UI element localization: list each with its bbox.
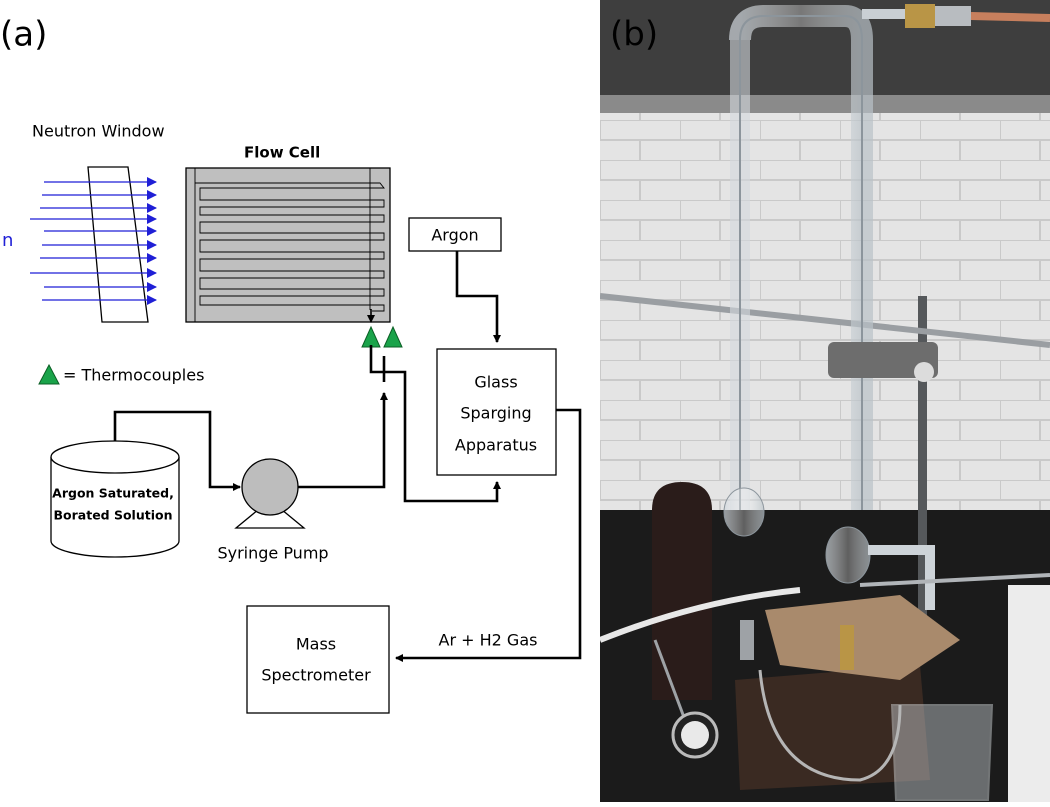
copper-line: [970, 12, 1050, 22]
gauge-face: [681, 721, 709, 749]
neutron-beam-arrows: [30, 177, 157, 305]
sparging-label-line3: Apparatus: [455, 436, 537, 455]
panel-b-letter: (b): [610, 15, 658, 55]
pump-to-cell-line: [298, 392, 388, 489]
schematic-diagram: (a) Neutron Window n Flow Cell = Thermoc…: [0, 15, 582, 714]
cylinder-top: [50, 440, 180, 474]
beaker: [890, 704, 994, 801]
argon-box: [408, 217, 502, 252]
cell-to-sparger-line: [369, 345, 501, 503]
ring-stand-rod: [918, 296, 927, 656]
flow-cell-label: Flow Cell: [244, 144, 320, 162]
steel-fitting-left: [740, 620, 754, 660]
brass-fitting-top: [905, 4, 935, 28]
syringe-pump: [241, 458, 299, 516]
sparger-to-ms-line: [395, 408, 582, 662]
neutron-symbol: n: [2, 230, 13, 251]
horizontal-rod: [599, 293, 1050, 348]
glass-joint-right: [825, 526, 871, 584]
shelf-edge: [600, 95, 1050, 113]
brick-wall: [600, 113, 1050, 513]
flow-channel: [194, 168, 385, 322]
cylinder-body: [50, 457, 180, 558]
solution-label-line2: Borated Solution: [54, 508, 173, 523]
thermocouples-legend-label: = Thermocouples: [63, 366, 204, 385]
flow-cell: [185, 167, 391, 323]
sparging-label-line2: Sparging: [460, 404, 531, 423]
mass-spec-label-line2: Spectrometer: [261, 666, 371, 685]
clamp-knob: [914, 362, 934, 382]
plastic-tubing: [598, 587, 801, 643]
solution-container: [50, 440, 180, 558]
dark-bottle: [652, 482, 712, 700]
brass-fitting-lower: [840, 625, 854, 670]
glass-joint-left: [723, 487, 765, 537]
side-glass-arm: [868, 545, 935, 610]
argon-to-sparger-line: [455, 251, 501, 343]
mass-spectrometer-box: [246, 605, 390, 714]
thermocouple-marker: [361, 325, 381, 348]
steel-fitting-top: [935, 6, 971, 26]
steel-tube-right: [859, 573, 1050, 587]
panel-a-letter: (a): [0, 15, 47, 55]
thin-tubing: [758, 669, 902, 782]
paper-bag: [765, 595, 960, 680]
thermocouple-marker: [383, 325, 403, 348]
apparatus-photo: (b): [598, 0, 1050, 802]
solution-label-line1: Argon Saturated,: [52, 486, 174, 501]
white-card: [1008, 585, 1050, 802]
gas-flow-label: Ar + H2 Gas: [439, 631, 538, 650]
gauge-probe: [653, 639, 687, 721]
clamp: [828, 342, 938, 378]
argon-label: Argon: [431, 226, 478, 245]
apparatus-photo-illustration: (b): [598, 0, 1050, 802]
mass-spec-label-line1: Mass: [296, 635, 336, 654]
schematic-panel: (a) Neutron Window n Flow Cell = Thermoc…: [0, 15, 582, 714]
sparging-apparatus-box: [436, 348, 557, 476]
sparging-label-line1: Glass: [474, 373, 517, 392]
glass-tube-outline: [739, 15, 863, 510]
neutron-window-label: Neutron Window: [32, 122, 165, 141]
thermocouple-legend-icon: [38, 363, 60, 385]
syringe-pump-label: Syringe Pump: [217, 544, 328, 563]
ring-stand-base: [735, 665, 930, 790]
solution-to-pump-line: [113, 410, 241, 491]
